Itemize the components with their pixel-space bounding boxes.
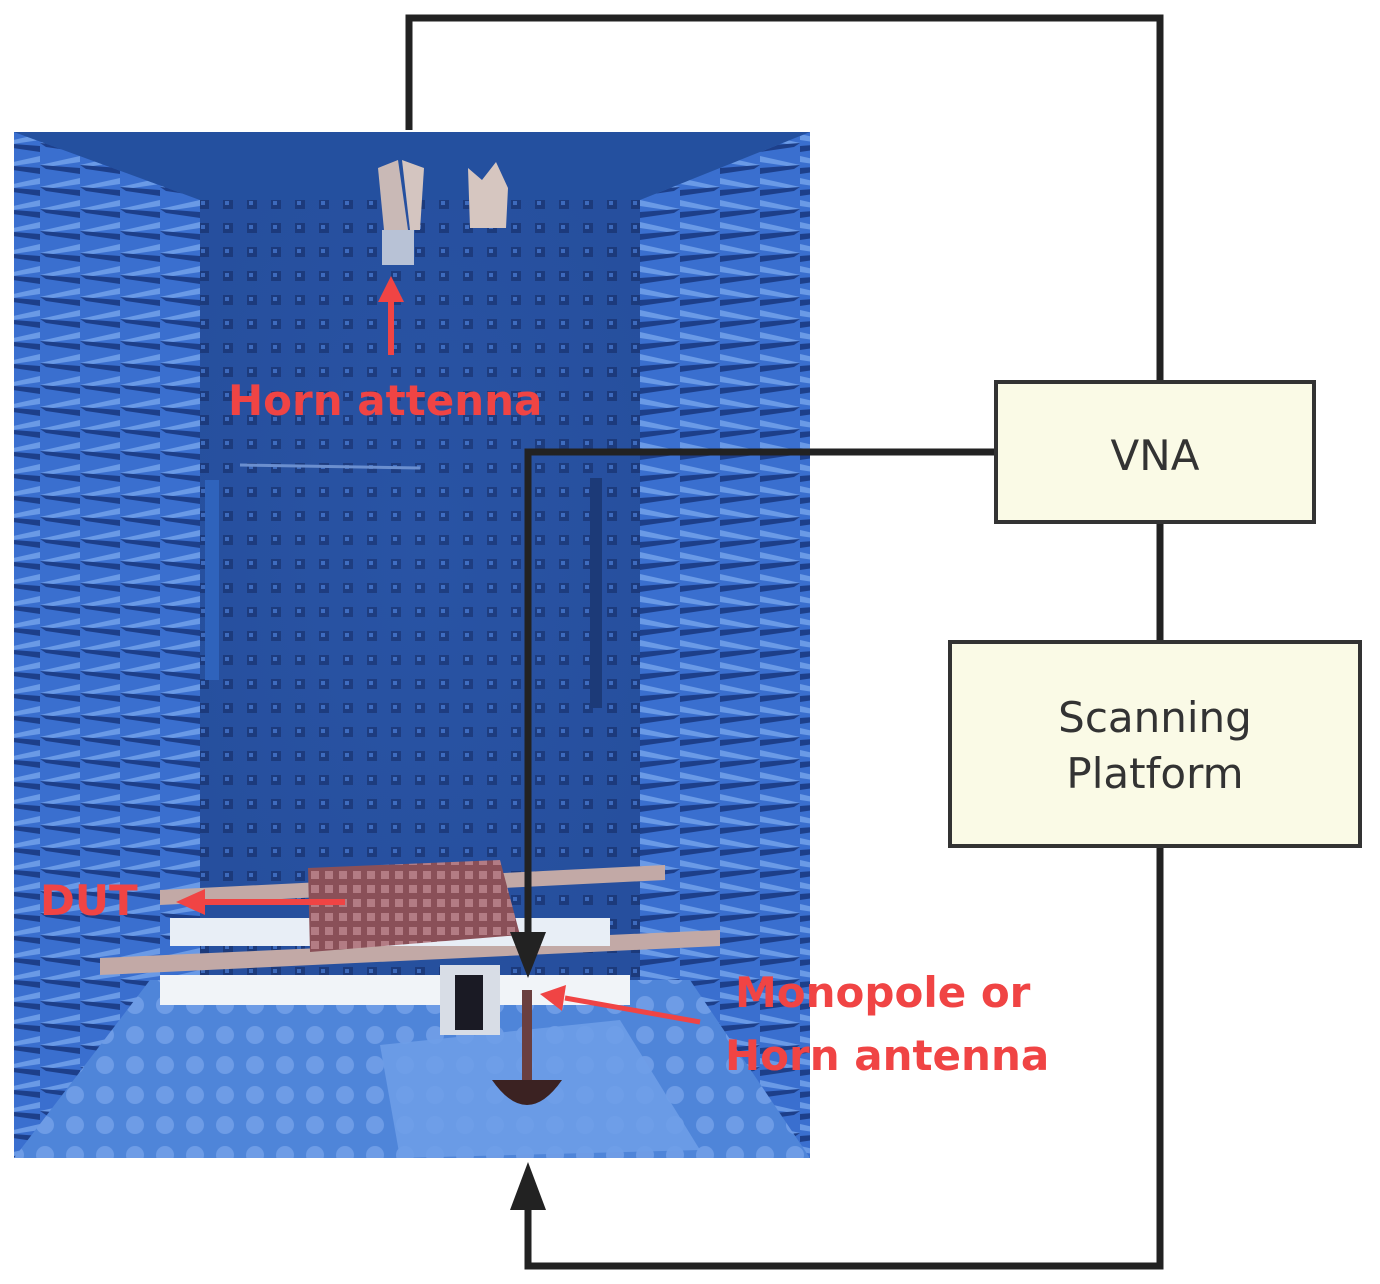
dut-label: DUT	[40, 876, 138, 925]
back-wall-rail	[239, 463, 421, 470]
vna-label: VNA	[1111, 431, 1200, 480]
chamber-right-wall	[640, 132, 810, 1158]
horn-left-plate	[378, 160, 408, 230]
signal-wiring	[405, 14, 1164, 1270]
scanning-platform-label-line2: Platform	[1066, 749, 1243, 798]
vna-box: VNA	[994, 380, 1316, 524]
horn-antenna-top	[378, 160, 508, 265]
monopole-label-line1: Monopole or	[735, 968, 1031, 1017]
wire-platform-to-stage	[524, 846, 1164, 1270]
dut-arrow	[176, 889, 345, 915]
horn-attenna-label: Horn attenna	[228, 376, 542, 425]
scanning-platform-box: Scanning Platform	[948, 640, 1362, 848]
horn-right-plate	[402, 160, 424, 230]
back-wall-shade	[200, 200, 640, 980]
monopole-antenna	[492, 990, 562, 1105]
back-wall-panel-left	[205, 480, 219, 680]
dut-panel	[308, 860, 520, 952]
wire-horn-to-vna	[405, 14, 1164, 382]
monopole-arrow	[540, 985, 701, 1025]
horn-arrow	[378, 276, 404, 355]
arrowhead-down-probe	[510, 932, 546, 978]
carriage-slot	[455, 975, 483, 1030]
horn-mount	[382, 230, 414, 265]
scanning-platform-label-line1: Scanning	[1058, 693, 1252, 742]
chamber-left-wall	[14, 132, 200, 1158]
anechoic-chamber-photo: Horn attenna DUT	[14, 132, 810, 1158]
back-wall-panel-right	[590, 478, 602, 708]
arrowhead-up-platform	[510, 1162, 546, 1210]
monopole-label-line2: Horn antenna	[725, 1031, 1049, 1080]
second-horn	[468, 162, 508, 228]
wire-vna-to-probe	[524, 448, 996, 948]
